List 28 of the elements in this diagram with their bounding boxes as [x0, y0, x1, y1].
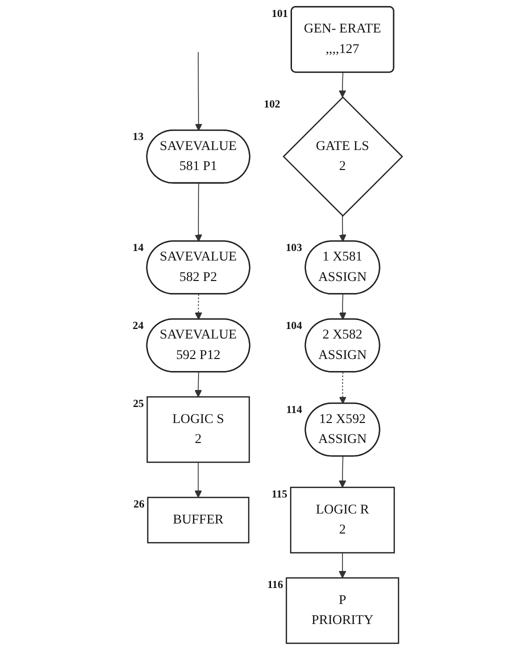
block-number: 101 — [271, 8, 288, 20]
block-number: 24 — [132, 320, 144, 332]
block-number: 115 — [271, 488, 287, 500]
block-number: 26 — [133, 498, 144, 510]
block-number: 116 — [266, 578, 283, 591]
arrow — [194, 182, 202, 242]
arrow — [338, 372, 346, 404]
block-number: 25 — [132, 398, 144, 410]
arrow — [338, 72, 346, 98]
arrow — [194, 52, 202, 131]
node-box: LOGIC S 2 — [146, 396, 250, 463]
node-box: LOGIC R 2 — [290, 486, 394, 554]
arrow — [338, 552, 346, 578]
block-number: 13 — [132, 131, 144, 144]
arrow — [194, 372, 202, 398]
node-box: BUFFER — [146, 496, 249, 544]
block-number: 103 — [285, 242, 302, 254]
node-box: P PRIORITY — [285, 577, 399, 644]
block-number: 102 — [263, 98, 280, 110]
node-diamond: GATE LS 2 — [282, 96, 403, 217]
arrow — [338, 456, 346, 488]
arrow — [194, 462, 202, 498]
block-number: 14 — [132, 242, 144, 254]
block-number: 104 — [285, 320, 302, 332]
arrow — [194, 294, 202, 320]
arrow — [338, 294, 346, 320]
block-number: 114 — [286, 404, 302, 416]
arrow — [338, 215, 346, 242]
